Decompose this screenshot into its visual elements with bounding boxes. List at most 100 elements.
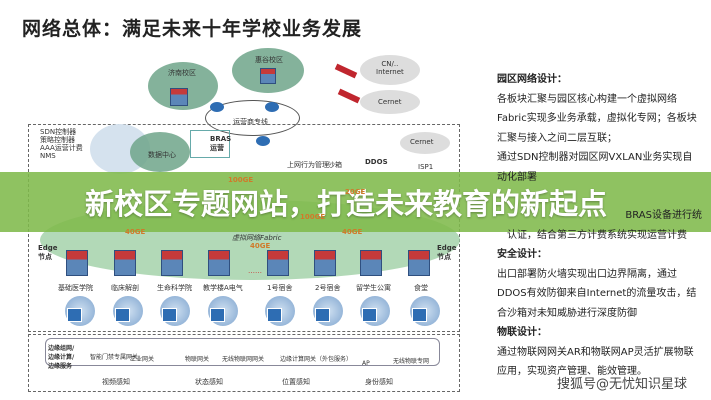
section-heading: 物联设计： (497, 327, 547, 338)
note-line: Fabric实现多业务承载，虚拟化专网；各板块 (497, 113, 697, 124)
security-device-label: DDOS (365, 158, 388, 166)
edge-switch-icon (360, 250, 382, 276)
router-icon (210, 102, 224, 112)
note-line: DDOS有效防御来自Internet的流量攻击，结 (497, 288, 697, 299)
edge-node-label: 基础医学院 (58, 284, 93, 292)
edge-node-label: 留学生公寓 (356, 284, 391, 292)
ap-icon (265, 296, 295, 326)
edge-switch-icon (314, 250, 336, 276)
iot-item: 工业网关 (130, 356, 155, 363)
iot-item: 物联网关 (185, 356, 210, 363)
server-icon (260, 68, 276, 84)
note-line: 通过SDN控制器对园区网VXLAN业务实现自 (497, 152, 693, 163)
server-icon (170, 88, 188, 106)
headline-banner: 新校区专题网站，打造未来教育的新起点 (0, 172, 711, 232)
watermark: 搜狐号@无忧知识星球 (557, 377, 688, 392)
edge-node-label: 教学楼A电气 (203, 284, 243, 292)
link-speed: 40GE (250, 242, 271, 250)
mgmt-list: SDN控制器 策略控制器 AAA运营计费 NMS (40, 128, 83, 160)
datacenter-label: 数据中心 (148, 151, 176, 159)
mgmt-item: SDN控制器 (40, 128, 77, 136)
cloud-cernet2-label: Cernet (410, 138, 434, 146)
cloud-campus2-label: 惠谷校区 (255, 56, 283, 64)
sensing-label: 状态感知 (195, 378, 223, 386)
firewall-icon (334, 63, 358, 79)
edge-label-right: Edge 节点 (437, 244, 457, 261)
note-line: 认证，结合第三方计费系统实现运营计费 (507, 229, 687, 241)
edge-switch-icon (408, 250, 430, 276)
ap-icon (160, 296, 190, 326)
security-device-label: 上网行为管理 (287, 161, 329, 169)
mgmt-item: 策略控制器 (40, 136, 75, 144)
iot-item: 边缘计算网关（外包服务） (280, 356, 353, 363)
note-line: 应用，实现资产管理、能效管理。 (497, 366, 647, 377)
ap-icon (208, 296, 238, 326)
iot-item: 无线物联专网 (393, 358, 430, 365)
note-line: BRAS设备进行统 (625, 210, 702, 221)
sensing-label: 身份感知 (365, 378, 393, 386)
section-heading: 园区网络设计： (497, 74, 567, 85)
edge-node-label: 生命科学院 (157, 284, 192, 292)
banner-text: 新校区专题网站，打造未来教育的新起点 (85, 187, 608, 221)
link-speed: 20GE (345, 188, 366, 196)
edge-node-label: 2号宿舍 (315, 284, 341, 292)
iot-item: 智能门禁专属网关 (90, 354, 139, 361)
network-diagram: 济南校区 惠谷校区 CN/.. Internet Cernet 运营商专线 SD… (28, 48, 460, 392)
edge-switch-icon (267, 250, 289, 276)
link-speed: 100GE (228, 176, 254, 184)
iot-inner (45, 338, 440, 366)
ellipsis: …… (248, 267, 262, 275)
edge-switch-icon (66, 250, 88, 276)
iot-label: 边缘组网/边缘计算/边缘服务 (48, 345, 75, 370)
sensing-label: 位置感知 (282, 378, 310, 386)
router-icon (265, 102, 279, 112)
note-line: 各板块汇聚与园区核心构建一个虚拟网络 (497, 93, 677, 105)
link-speed: 40GE (125, 228, 146, 236)
edge-switch-icon (114, 250, 136, 276)
cloud-isp1-label: ISP1 (418, 163, 434, 171)
ap-icon (360, 296, 390, 326)
mgmt-item: AAA运营计费 (40, 144, 83, 152)
router-icon (256, 136, 270, 146)
cloud-internet (360, 55, 420, 85)
edge-switch-icon (208, 250, 230, 276)
link-speed: 40GE (342, 228, 363, 236)
firewall-icon (337, 88, 361, 104)
ap-icon (113, 296, 143, 326)
cloud-cernet (360, 90, 420, 114)
link-speed: 100GE (300, 213, 326, 221)
page-title: 网络总体：满足未来十年学校业务发展 (22, 18, 363, 40)
cloud-cernet-label: Cernet (378, 98, 402, 106)
iot-item: AP (362, 360, 370, 367)
note-line: 通过物联网网关AR和物联网AP灵活扩展物联 (497, 346, 694, 358)
edge-switch-icon (161, 250, 183, 276)
bras-box (190, 130, 230, 158)
section-heading: 安全设计： (497, 249, 547, 260)
edge-node-label: 临床解剖 (111, 284, 139, 292)
security-device-label: 沙箱 (328, 161, 342, 169)
cloud-jinan-label: 济南校区 (168, 69, 196, 77)
ap-icon (410, 296, 440, 326)
operator-ring (205, 100, 300, 136)
cloud-datacenter (130, 132, 190, 172)
sensing-label: 视频感知 (102, 378, 130, 386)
design-notes-panel: 园区网络设计： 各板块汇聚与园区核心构建一个虚拟网络 Fabric实现多业务承载… (497, 70, 702, 382)
note-line: 汇聚与接入之间二层互联； (497, 132, 617, 144)
edge-node-label: 食堂 (414, 284, 428, 292)
bras-label: BRAS 运营 (210, 135, 232, 152)
operator-line-label: 运营商专线 (233, 118, 268, 126)
iot-item: 无线物联网网关 (222, 356, 265, 363)
note-line: 出口部署防火墙实现出口边界隔离，通过 (497, 268, 677, 280)
iot-box (28, 334, 460, 392)
ap-icon (65, 296, 95, 326)
cloud-internet-label: CN/.. Internet (376, 60, 404, 76)
spacer (497, 187, 702, 206)
note-line: 合沙箱对未知威胁进行深度防御 (497, 307, 637, 319)
edge-label-left: Edge 节点 (38, 244, 58, 261)
cloud-cernet2 (400, 132, 450, 154)
mgmt-item: NMS (40, 152, 56, 160)
fabric-label: 虚拟网络Fabric (232, 234, 282, 242)
ap-icon (313, 296, 343, 326)
edge-node-label: 1号宿舍 (267, 284, 293, 292)
note-line: 动化部署 (497, 171, 537, 183)
